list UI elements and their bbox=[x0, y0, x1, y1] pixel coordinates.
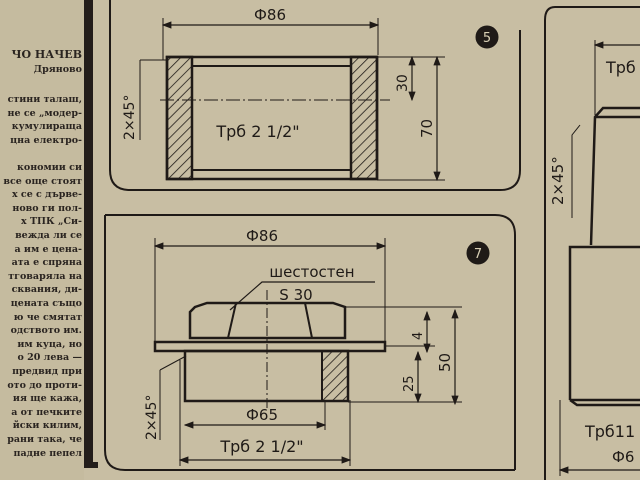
article-line: тговаряла на bbox=[8, 270, 82, 282]
article-town: Дряново bbox=[33, 64, 82, 75]
figure-right-chamfer: 2×45° bbox=[549, 156, 567, 205]
figure-5-chamfer: 2×45° bbox=[122, 95, 138, 140]
figure-7-dim-25: 25 bbox=[402, 375, 417, 392]
wall-left-hatch bbox=[165, 55, 194, 181]
figure-right-thread-bottom: Трб11 bbox=[584, 422, 635, 441]
figure-5-dim-30: 30 bbox=[395, 74, 411, 92]
article-author: ЧО НАЧЕВ bbox=[11, 48, 82, 61]
figure-right-diameter: Ф6 bbox=[612, 448, 634, 466]
hex-nut bbox=[188, 301, 347, 340]
wall-hatch bbox=[321, 350, 349, 402]
figure-5-badge bbox=[475, 25, 499, 49]
figure-7-thread: Трб 2 1/2" bbox=[219, 437, 303, 456]
article-line: кономии си bbox=[17, 162, 82, 173]
figure-7-number: 7 bbox=[474, 247, 482, 262]
article-line: кумулираща bbox=[11, 121, 82, 133]
figure-7-hex-label: шестостен bbox=[269, 263, 354, 281]
figure-5-dim-70: 70 bbox=[418, 119, 436, 138]
figure-5-diameter: Ф86 bbox=[254, 6, 286, 24]
article-line: а от печките bbox=[11, 406, 82, 418]
article-line: х се с дърве- bbox=[11, 189, 82, 201]
figure-7 bbox=[104, 214, 516, 471]
figure-right-thread-top: Трб bbox=[605, 58, 636, 77]
article-line: ата е спряна bbox=[11, 257, 82, 269]
article-line: х ТПК „Си- bbox=[21, 216, 82, 228]
figure-7-chamfer: 2×45° bbox=[144, 395, 160, 440]
article-line: ото до проти- bbox=[7, 379, 82, 391]
column-divider bbox=[84, 0, 93, 468]
article-line: ново ги пол- bbox=[12, 202, 82, 214]
article-line: вежда ли се bbox=[15, 230, 82, 241]
article-line: предвид при bbox=[12, 366, 82, 377]
article-line: цна електро- bbox=[10, 134, 82, 146]
article-line: не се „модер- bbox=[7, 107, 82, 119]
flange bbox=[153, 340, 387, 353]
figure-5-number: 5 bbox=[483, 31, 491, 46]
article-line: о 20 лева — bbox=[17, 352, 82, 364]
article-line: ия ще кажа, bbox=[12, 393, 82, 405]
figure-5-thread: Трб 2 1/2" bbox=[215, 122, 299, 141]
wall-right-hatch bbox=[349, 55, 379, 181]
newspaper-column: ЧО НАЧЕВ Дряново стини талаш, не се „моде… bbox=[0, 0, 84, 480]
column-divider-foot bbox=[84, 462, 98, 468]
article-line: сквания, ди- bbox=[11, 284, 82, 296]
article-line: йски килим, bbox=[12, 420, 82, 432]
figure-right bbox=[544, 6, 640, 480]
figure-7-dim-50: 50 bbox=[436, 353, 454, 372]
hex-leader bbox=[229, 281, 375, 311]
article-line: цената също bbox=[10, 298, 82, 309]
article-line: рани така, че bbox=[7, 434, 82, 445]
article-line: стини талаш, bbox=[7, 94, 82, 105]
article-line: ю че смятат bbox=[13, 311, 82, 323]
article-line: падне пепел bbox=[13, 447, 82, 459]
figure-7-diameter: Ф86 bbox=[246, 227, 278, 245]
figure-7-dim-4: 4 bbox=[411, 332, 426, 340]
article-line: им куца, но bbox=[17, 338, 82, 350]
figure-5 bbox=[109, 0, 521, 191]
article-line: одството им. bbox=[10, 325, 82, 337]
figure-7-inner-diameter: Ф65 bbox=[246, 406, 278, 424]
figure-7-badge bbox=[466, 241, 490, 265]
figure-7-hex-size: S 30 bbox=[279, 286, 312, 304]
article-line: а им е цена- bbox=[14, 243, 82, 255]
article-line: все още стоят bbox=[3, 175, 82, 187]
